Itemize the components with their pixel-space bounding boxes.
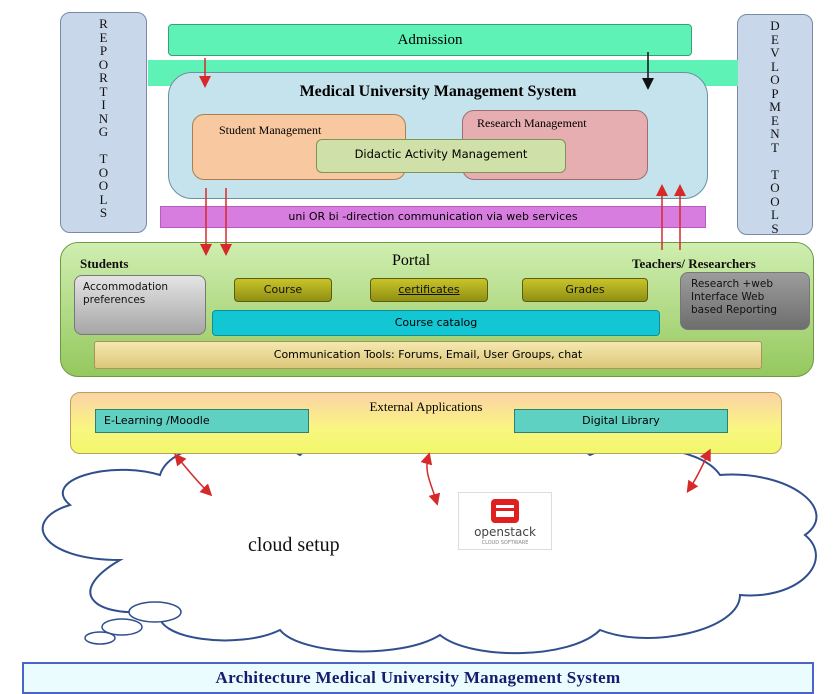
cloud-shape (41, 428, 818, 655)
portal-title: Portal (392, 252, 431, 269)
research-web-box: Research +web Interface Web based Report… (680, 272, 810, 330)
accommodation-box: Accommodation preferences (74, 275, 206, 335)
openstack-wordmark: openstack (474, 525, 536, 539)
admission-box: Admission (168, 24, 692, 56)
reporting-tools-panel: R E P O R T I N G T O O L S (60, 12, 147, 233)
certificates-box: certificates (370, 278, 488, 302)
cloud-setup-label: cloud setup (248, 534, 340, 556)
development-tools-panel: D E V L O P M E N T T O O L S (737, 14, 813, 235)
didactic-activity-box: Didactic Activity Management (316, 139, 566, 173)
openstack-logo: openstack CLOUD SOFTWARE (458, 492, 552, 550)
openstack-subtitle: CLOUD SOFTWARE (481, 540, 529, 546)
communication-tools-box: Communication Tools: Forums, Email, User… (94, 341, 762, 369)
teachers-label: Teachers/ Researchers (632, 256, 756, 271)
development-tools-label: D E V L O P M E N T T O O L S (769, 18, 781, 236)
mums-title: Medical University Management System (299, 83, 577, 100)
diagram-caption: Architecture Medical University Manageme… (22, 662, 814, 694)
course-catalog-box: Course catalog (212, 310, 660, 336)
course-box: Course (234, 278, 332, 302)
reporting-tools-label: R E P O R T I N G T O O L S (98, 16, 109, 220)
cloud-tail (84, 601, 182, 645)
grades-box: Grades (522, 278, 648, 302)
web-services-band: uni OR bi -direction communication via w… (160, 206, 706, 228)
students-label: Students (80, 256, 129, 271)
digital-library-box: Digital Library (514, 409, 728, 433)
openstack-icon (491, 499, 519, 523)
external-applications-title: External Applications (369, 399, 483, 414)
elearning-box: E-Learning /Moodle (95, 409, 309, 433)
